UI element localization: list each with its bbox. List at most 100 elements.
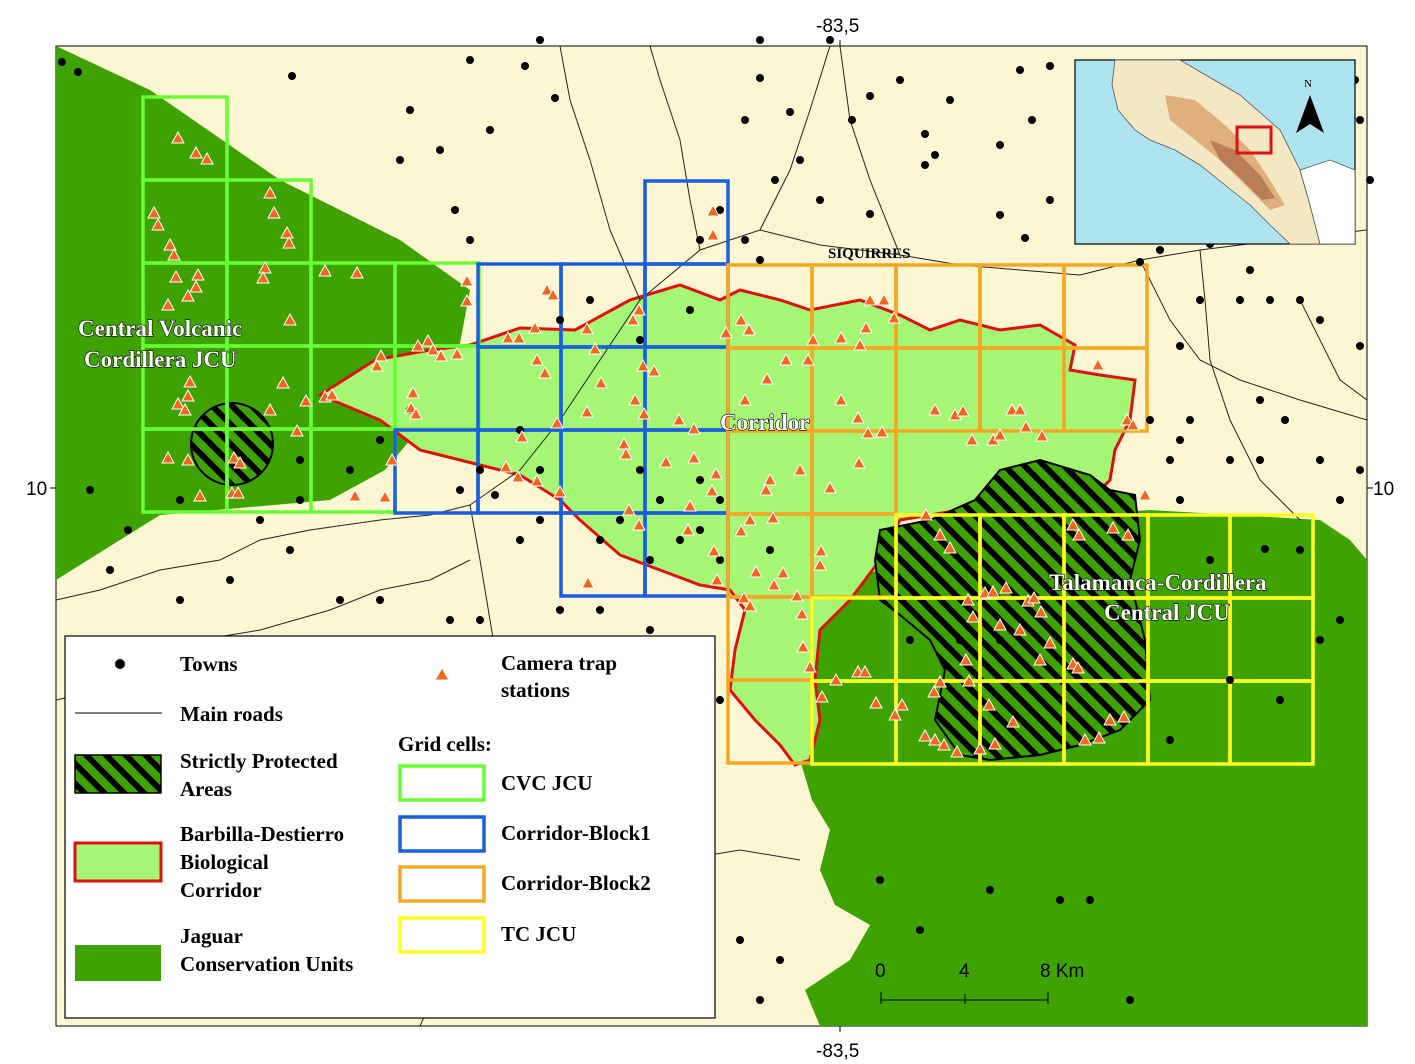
camera-trap-marker [888, 707, 902, 721]
camera-trap-marker [933, 527, 947, 541]
town-marker [956, 636, 964, 644]
camera-trap-marker [258, 260, 272, 274]
town-marker [1366, 176, 1374, 184]
camera-trap-marker [406, 385, 420, 399]
town-marker [466, 56, 474, 64]
town-marker [1046, 196, 1054, 204]
town-marker [771, 176, 779, 184]
camera-trap-marker [161, 297, 175, 311]
town-marker [756, 36, 764, 44]
camera-trap-marker [858, 664, 872, 678]
legend-spa: Strictly Protected Areas [180, 749, 343, 801]
cvc-label-line1: Central Volcanic [78, 316, 242, 341]
camera-trap-marker [181, 288, 195, 302]
legend-grid-cvc: CVC JCU [501, 771, 593, 795]
camera-trap-marker [796, 639, 810, 653]
camera-trap-marker [956, 403, 970, 417]
camera-trap-marker [580, 321, 594, 335]
camera-trap-marker [681, 522, 695, 536]
town-marker [756, 996, 764, 1004]
camera-trap-marker [280, 225, 294, 239]
camera-trap-marker [350, 265, 364, 279]
camera-trap-marker [999, 580, 1013, 594]
town-marker [996, 636, 1004, 644]
camera-trap-marker [181, 452, 195, 466]
camera-trap-marker [806, 332, 820, 346]
town-marker [1246, 266, 1254, 274]
scale-label-8: 8 Km [1040, 961, 1084, 982]
camera-trap-marker [687, 450, 701, 464]
camera-trap-marker [619, 446, 633, 460]
town-marker [586, 296, 594, 304]
town-marker [1356, 342, 1364, 350]
camera-trap-marker [927, 684, 941, 698]
town-marker [816, 196, 824, 204]
camera-trap-marker [709, 466, 723, 480]
camera-trap-marker [706, 203, 720, 217]
camera-trap-marker [530, 352, 544, 366]
camera-trap-marker [793, 462, 807, 476]
camera-trap-marker [962, 673, 976, 687]
camera-trap-marker [637, 406, 651, 420]
town-marker [646, 556, 654, 564]
legend-jcu: Jaguar Conservation Units [180, 924, 353, 976]
town-marker [1176, 436, 1184, 444]
camera-trap-marker [167, 247, 181, 261]
town-marker [656, 496, 664, 504]
top-longitude: -83,5 [816, 16, 859, 37]
camera-trap-marker [1019, 419, 1033, 433]
town-marker [741, 236, 749, 244]
town-marker [1316, 636, 1324, 644]
camera-trap-marker [178, 402, 192, 416]
town-marker [74, 68, 82, 76]
camera-trap-marker [325, 387, 339, 401]
camera-trap-marker [814, 543, 828, 557]
legend-box [64, 635, 716, 1019]
town-marker [986, 886, 994, 894]
camera-trap-marker [982, 697, 996, 711]
town-marker [1336, 616, 1344, 624]
camera-trap-marker [1013, 622, 1027, 636]
town-marker [446, 616, 454, 624]
town-marker [756, 256, 764, 264]
camera-trap-marker [374, 348, 388, 362]
camera-trap-marker [233, 455, 247, 469]
camera-trap-marker [370, 358, 384, 372]
town-marker [716, 496, 724, 504]
town-marker [406, 106, 414, 114]
camera-trap-marker [263, 185, 277, 199]
town-marker [1316, 456, 1324, 464]
inset-map: N [1074, 59, 1356, 245]
camera-trap-marker [928, 402, 942, 416]
legend-camera-symbol [434, 667, 450, 681]
camera-trap-marker [647, 363, 661, 377]
town-marker [676, 536, 684, 544]
camera-trap-marker [742, 322, 756, 336]
camera-trap-marker [851, 410, 865, 424]
camera-trap-marker [263, 402, 277, 416]
camera-trap-marker [687, 421, 701, 435]
camera-trap-marker [993, 617, 1007, 631]
town-marker [1176, 496, 1184, 504]
camera-trap-marker [737, 590, 751, 604]
camera-trap-marker [790, 588, 804, 602]
camera-trap-marker [499, 459, 513, 473]
town-marker [536, 36, 544, 44]
camera-trap-marker [628, 392, 642, 406]
town-marker [436, 146, 444, 154]
camera-trap-marker [546, 287, 560, 301]
town-marker [596, 536, 604, 544]
camera-trap-marker [895, 697, 909, 711]
town-marker [346, 466, 354, 474]
legend-grid-cvc-symbol [398, 764, 486, 802]
town-marker [826, 36, 834, 44]
town-marker [776, 956, 784, 964]
camera-trap-marker [1034, 604, 1048, 618]
camera-trap-marker [1006, 714, 1020, 728]
camera-trap-marker [759, 482, 773, 496]
camera-trap-marker [267, 205, 281, 219]
legend-grid-tc-symbol [398, 916, 486, 954]
town-marker [1016, 66, 1024, 74]
camera-trap-marker [1043, 635, 1057, 649]
camera-trap-marker [550, 415, 564, 429]
